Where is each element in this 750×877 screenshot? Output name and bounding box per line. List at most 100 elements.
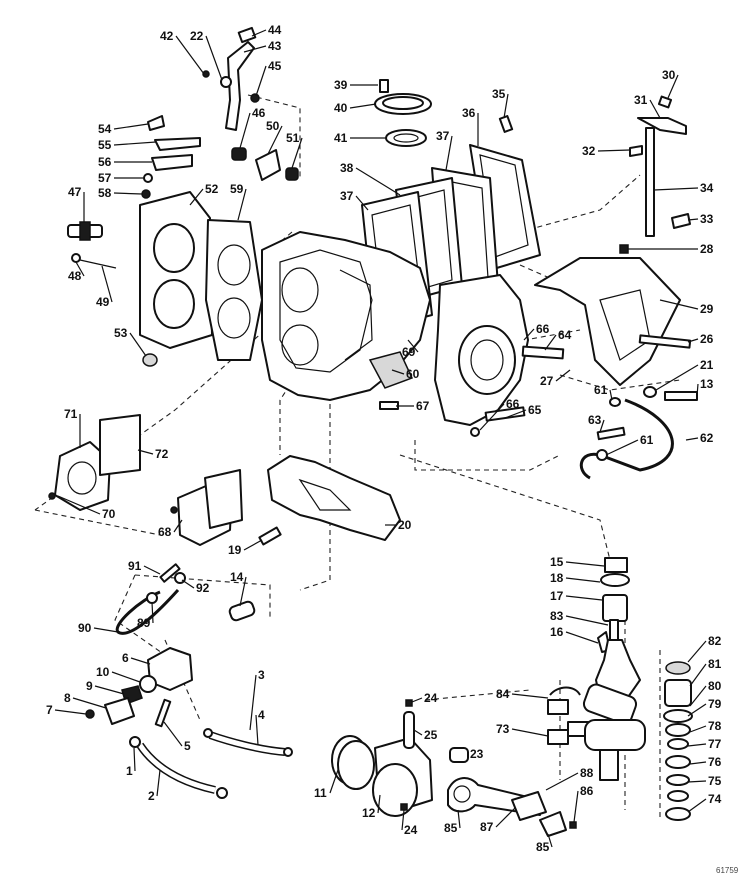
callout-leader-50 — [267, 125, 283, 155]
callout-label-11: 11 — [314, 786, 327, 800]
callout-label-42: 42 — [160, 29, 174, 43]
leader-lines — [54, 29, 707, 848]
callout-leader-81 — [689, 663, 707, 687]
callout-label-27: 27 — [540, 374, 554, 388]
callout-label-32: 32 — [582, 144, 596, 158]
callout-leader-73 — [511, 728, 549, 737]
callout-label-64: 64 — [558, 328, 572, 342]
callout-label-4: 4 — [258, 708, 265, 722]
callout-leader-22 — [205, 35, 223, 81]
callout-label-25: 25 — [424, 728, 438, 742]
callout-label-36: 36 — [462, 106, 476, 120]
callout-label-74: 74 — [708, 792, 722, 806]
callout-leader-5 — [163, 721, 183, 747]
callout-leader-68 — [173, 519, 183, 533]
callout-leader-69 — [407, 339, 419, 353]
callout-label-52: 52 — [205, 182, 219, 196]
callout-leader-85 — [547, 833, 553, 848]
callout-leader-59 — [237, 188, 247, 221]
callout-label-12: 12 — [362, 806, 376, 820]
callout-leader-18 — [565, 577, 601, 583]
callout-leader-26 — [687, 338, 699, 343]
callout-label-49: 49 — [96, 295, 110, 309]
callout-label-2: 2 — [148, 789, 155, 803]
callout-leader-19 — [243, 539, 263, 551]
callout-leader-9 — [94, 685, 125, 695]
figure-code: 61759 — [716, 866, 739, 875]
callout-label-50: 50 — [266, 119, 280, 133]
callout-label-22: 22 — [190, 29, 204, 43]
callout-label-9: 9 — [86, 679, 93, 693]
callout-leader-4 — [255, 714, 259, 746]
callout-label-87: 87 — [480, 820, 494, 834]
callout-label-24: 24 — [424, 691, 438, 705]
callout-label-14: 14 — [230, 570, 244, 584]
callout-label-58: 58 — [98, 186, 112, 200]
callout-label-79: 79 — [708, 697, 722, 711]
callout-leader-66 — [523, 328, 535, 341]
callout-leader-55 — [113, 141, 157, 146]
callout-leader-62 — [685, 437, 699, 441]
callout-label-72: 72 — [155, 447, 169, 461]
callout-label-20: 20 — [398, 518, 412, 532]
callout-label-77: 77 — [708, 737, 722, 751]
callout-leader-31 — [649, 99, 661, 119]
callout-leader-15 — [565, 561, 605, 567]
callout-leader-37 — [445, 135, 453, 171]
callout-leader-53 — [129, 332, 147, 357]
callout-leader-51 — [291, 137, 303, 169]
callout-leader-8 — [72, 697, 107, 709]
callout-label-41: 41 — [334, 131, 348, 145]
callout-label-23: 23 — [470, 747, 484, 761]
callout-label-37: 37 — [340, 189, 354, 203]
callout-label-47: 47 — [68, 185, 82, 199]
callout-leader-86 — [573, 790, 579, 823]
callout-leader-6 — [130, 657, 151, 665]
callout-label-57: 57 — [98, 171, 112, 185]
callout-leader-10 — [111, 671, 141, 683]
callout-label-75: 75 — [708, 774, 722, 788]
callout-label-92: 92 — [196, 581, 210, 595]
callout-label-45: 45 — [268, 59, 282, 73]
callout-label-91: 91 — [128, 559, 142, 573]
callout-leader-35 — [503, 93, 509, 119]
callout-leader-80 — [689, 685, 707, 707]
callout-label-68: 68 — [158, 525, 172, 539]
callout-label-35: 35 — [492, 87, 506, 101]
callout-label-60: 60 — [406, 367, 420, 381]
callout-leader-32 — [597, 149, 631, 152]
callout-leader-87 — [495, 807, 516, 828]
callout-leader-49 — [101, 265, 113, 303]
callout-label-43: 43 — [268, 39, 282, 53]
callout-leader-38 — [355, 167, 401, 196]
callout-label-78: 78 — [708, 719, 722, 733]
callout-leader-88 — [545, 772, 579, 791]
callout-leader-44 — [251, 29, 267, 37]
callout-leader-70 — [57, 495, 101, 515]
callout-label-38: 38 — [340, 161, 354, 175]
callout-leader-82 — [687, 640, 707, 663]
callout-label-7: 7 — [46, 703, 53, 717]
callout-label-10: 10 — [96, 665, 110, 679]
callout-leader-75 — [687, 780, 707, 783]
callout-label-1: 1 — [126, 764, 133, 778]
callout-label-73: 73 — [496, 722, 510, 736]
callout-label-86: 86 — [580, 784, 594, 798]
callout-leader-63 — [599, 419, 605, 433]
callout-leader-60 — [391, 369, 405, 375]
callout-leader-90 — [93, 627, 119, 633]
callout-label-88: 88 — [580, 766, 594, 780]
callout-leader-45 — [255, 65, 267, 97]
callout-label-56: 56 — [98, 155, 112, 169]
parts — [48, 26, 698, 837]
callout-leader-3 — [249, 674, 257, 731]
callout-leader-24 — [401, 809, 405, 831]
callout-leader-13 — [696, 383, 699, 397]
callout-label-5: 5 — [184, 739, 191, 753]
callout-label-18: 18 — [550, 571, 564, 585]
callout-label-71: 71 — [64, 407, 78, 421]
callout-label-62: 62 — [700, 431, 714, 445]
